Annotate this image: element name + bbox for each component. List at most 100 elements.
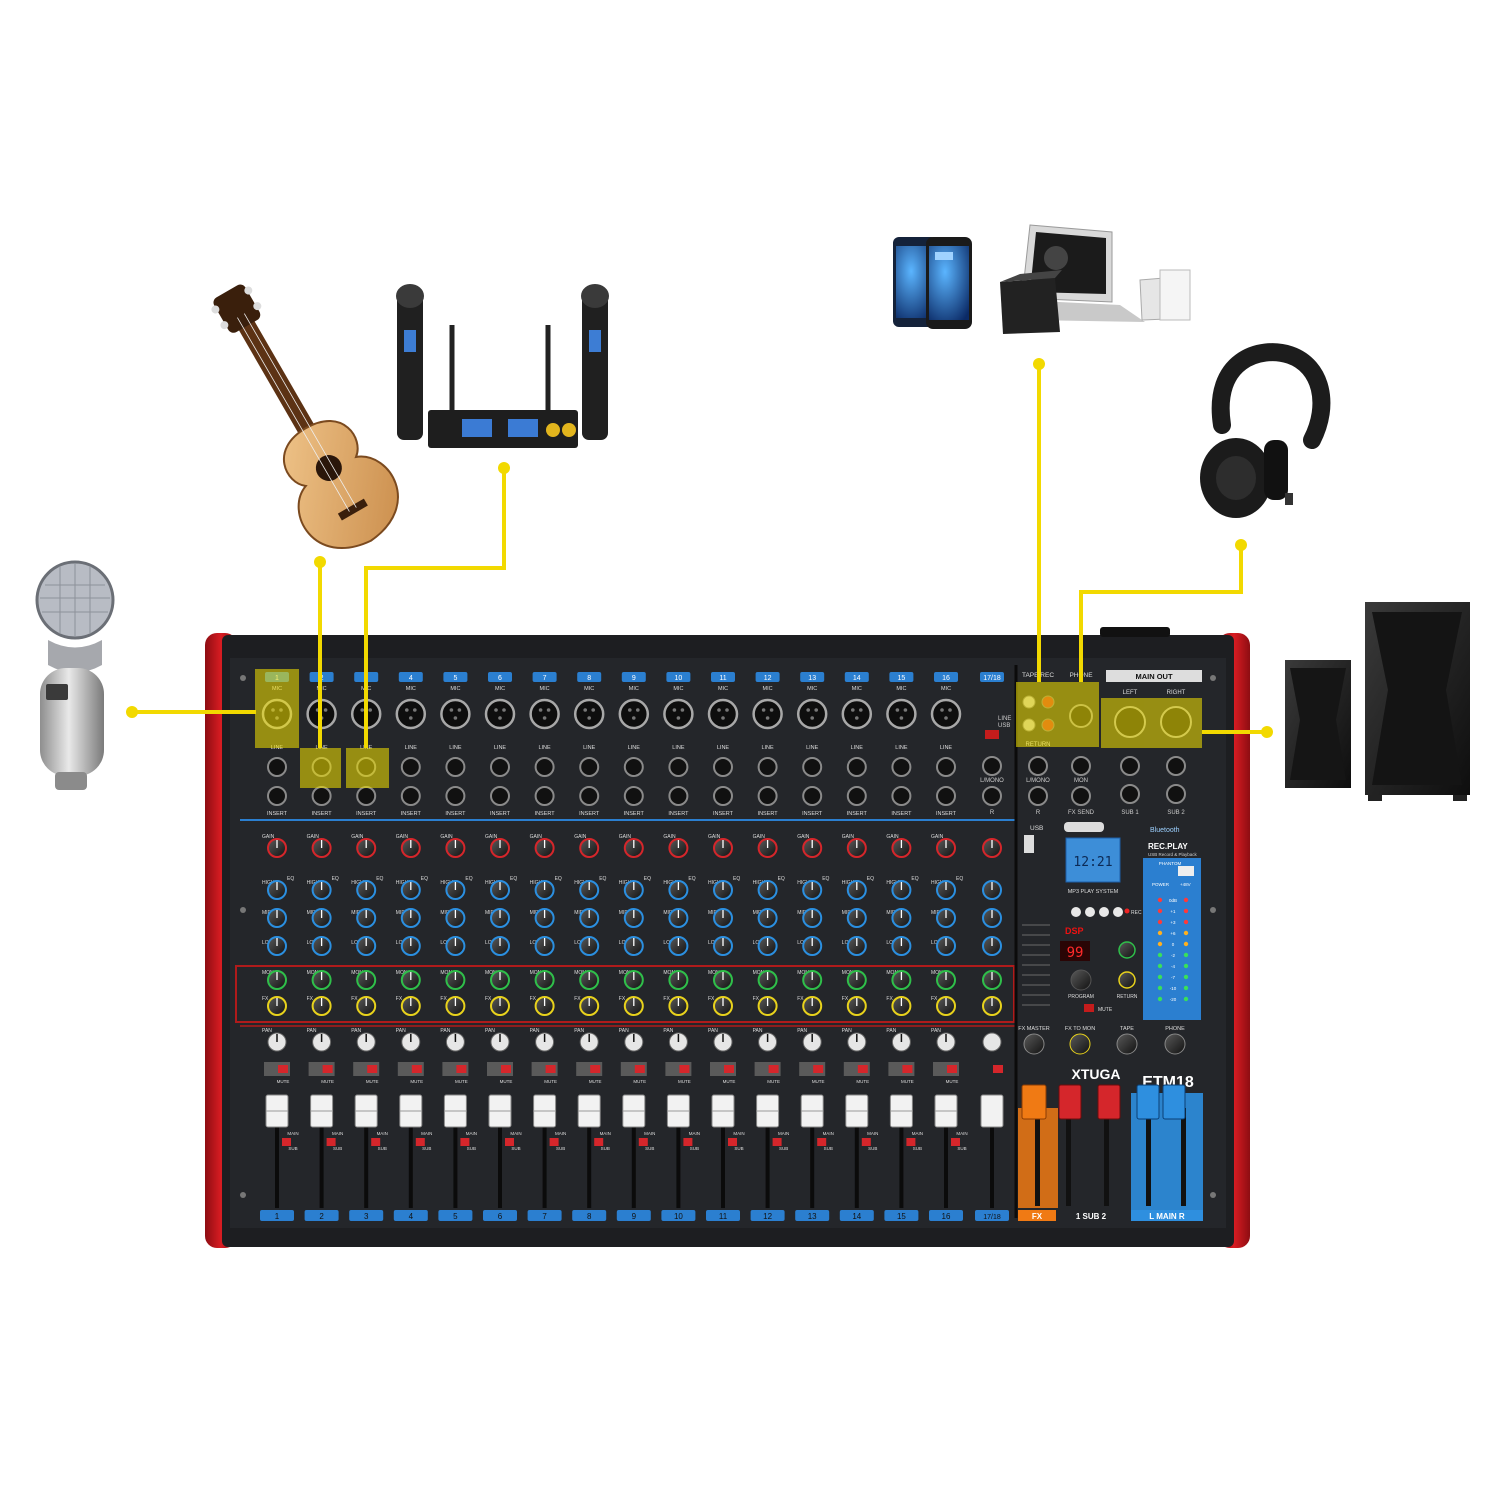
sub-assign-button[interactable] (460, 1138, 470, 1146)
mute-button[interactable] (322, 1065, 333, 1073)
line-input-jack[interactable] (713, 757, 733, 777)
sub2-fader[interactable] (1097, 1084, 1121, 1120)
insert-jack[interactable] (490, 786, 510, 806)
mute-button[interactable] (768, 1065, 779, 1073)
mute-button[interactable] (456, 1065, 467, 1073)
dsp-label: DSP (1065, 926, 1084, 936)
sub-assign-button[interactable] (906, 1138, 916, 1146)
insert-jack[interactable] (757, 786, 778, 806)
mute-button[interactable] (278, 1065, 288, 1073)
line-input-jack[interactable] (936, 757, 956, 777)
sub-assign-button[interactable] (282, 1138, 291, 1146)
channel-top-number: 10 (675, 675, 683, 682)
insert-jack[interactable] (267, 786, 287, 806)
sub-assign-button[interactable] (683, 1138, 693, 1146)
r-jack[interactable] (982, 786, 1002, 806)
xlr-input[interactable] (440, 698, 471, 730)
line-input-jack[interactable] (891, 757, 912, 777)
sub-assign-button[interactable] (326, 1138, 336, 1146)
stereo-mute-button[interactable] (993, 1065, 1003, 1073)
line-input-jack[interactable] (579, 757, 600, 777)
line-input-jack[interactable] (267, 757, 287, 777)
xlr-input[interactable] (930, 698, 962, 730)
usb-port[interactable] (1024, 835, 1034, 853)
sub-assign-button[interactable] (951, 1138, 960, 1146)
line-input-jack[interactable] (846, 757, 867, 777)
fx-to-mon-knob[interactable] (1069, 1033, 1091, 1055)
mute-button[interactable] (501, 1065, 511, 1073)
xlr-input[interactable] (618, 698, 650, 730)
line-input-jack[interactable] (757, 757, 778, 777)
insert-jack[interactable] (713, 786, 733, 806)
tape-knob[interactable] (1116, 1033, 1138, 1055)
main-l-fader[interactable] (1136, 1084, 1160, 1120)
mute-button[interactable] (679, 1065, 690, 1073)
stereo-fader[interactable] (980, 1094, 1004, 1128)
mute-button[interactable] (724, 1065, 734, 1073)
xlr-input[interactable] (395, 698, 427, 730)
insert-jack[interactable] (936, 786, 956, 806)
line-input-jack[interactable] (400, 757, 421, 777)
sub-assign-button[interactable] (772, 1138, 782, 1146)
insert-jack[interactable] (846, 786, 867, 806)
mute-button[interactable] (411, 1065, 422, 1073)
repeat-button[interactable] (1113, 907, 1123, 917)
mute-button[interactable] (947, 1065, 957, 1073)
sub-assign-button[interactable] (549, 1138, 559, 1146)
mute-button[interactable] (545, 1065, 556, 1073)
dsp-mute-switch[interactable] (1084, 1004, 1094, 1012)
mute-button[interactable] (813, 1065, 824, 1073)
sub1-fader[interactable] (1058, 1084, 1082, 1120)
insert-jack[interactable] (623, 786, 644, 806)
line-usb-switch[interactable] (985, 730, 999, 739)
main-r-fader[interactable] (1162, 1084, 1186, 1120)
line-input-jack[interactable] (534, 757, 555, 777)
line-input-jack[interactable] (445, 757, 466, 777)
sub-assign-button[interactable] (728, 1138, 737, 1146)
xlr-input[interactable] (663, 698, 694, 730)
line-input-jack[interactable] (623, 757, 644, 777)
mute-button[interactable] (902, 1065, 913, 1073)
sub-assign-button[interactable] (861, 1138, 871, 1146)
insert-jack[interactable] (579, 786, 600, 806)
xlr-input[interactable] (886, 698, 917, 730)
sub-assign-button[interactable] (594, 1138, 604, 1146)
sub-assign-button[interactable] (505, 1138, 514, 1146)
fx-master-fader[interactable] (1021, 1084, 1047, 1120)
sub-assign-button[interactable] (371, 1138, 381, 1146)
phantom-switch[interactable] (1178, 866, 1194, 876)
sub-assign-button[interactable] (638, 1138, 648, 1146)
xlr-input[interactable] (707, 698, 739, 730)
xlr-input[interactable] (529, 698, 560, 730)
mute-button[interactable] (634, 1065, 645, 1073)
insert-jack[interactable] (802, 786, 823, 806)
insert-jack[interactable] (668, 786, 689, 806)
sub-assign-button[interactable] (415, 1138, 425, 1146)
fx-master-knob[interactable] (1023, 1033, 1045, 1055)
xlr-input[interactable] (841, 698, 873, 730)
xlr-input[interactable] (796, 698, 828, 730)
insert-jack[interactable] (400, 786, 421, 806)
sub-assign-button[interactable] (817, 1138, 827, 1146)
line-input-jack[interactable] (802, 757, 823, 777)
xlr-input[interactable] (573, 698, 605, 730)
mute-button[interactable] (590, 1065, 601, 1073)
play-button[interactable] (1085, 907, 1095, 917)
mute-button[interactable] (367, 1065, 378, 1073)
mute-button[interactable] (857, 1065, 868, 1073)
line-input-jack[interactable] (668, 757, 689, 777)
xlr-input[interactable] (752, 698, 783, 730)
next-button[interactable] (1099, 907, 1109, 917)
insert-jack[interactable] (356, 786, 377, 806)
insert-jack[interactable] (445, 786, 466, 806)
xlr-input[interactable] (484, 698, 516, 730)
prev-button[interactable] (1071, 907, 1081, 917)
insert-jack[interactable] (534, 786, 555, 806)
insert-jack[interactable] (311, 786, 332, 806)
stereo-pan-knob[interactable] (982, 1032, 1002, 1052)
line-input-jack[interactable] (490, 757, 510, 777)
l-mono-jack[interactable] (982, 756, 1002, 776)
program-knob[interactable] (1070, 969, 1092, 991)
insert-jack[interactable] (891, 786, 912, 806)
phone-level-knob[interactable] (1164, 1033, 1186, 1055)
